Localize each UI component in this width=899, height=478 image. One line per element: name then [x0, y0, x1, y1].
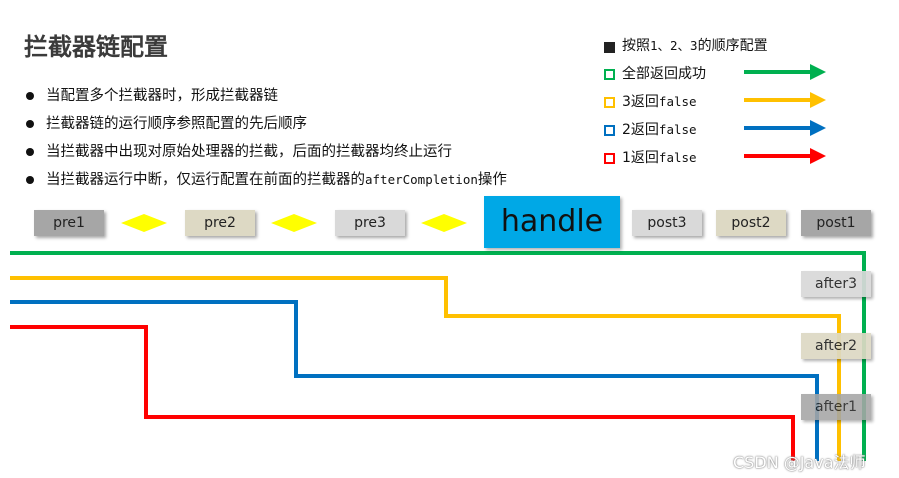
diamond-arrow-icon	[421, 214, 467, 232]
flow-line-red	[10, 325, 795, 461]
after3-box: after3	[801, 271, 871, 297]
bullet-item: 当拦截器中出现对原始处理器的拦截，后面的拦截器均终止运行	[26, 140, 507, 168]
after2-box: after2	[801, 333, 871, 359]
diamond-arrow-icon	[121, 214, 167, 232]
legend-item-1-false: 1返回false	[604, 146, 768, 174]
bullet-item: 拦截器链的运行顺序参照配置的先后顺序	[26, 112, 507, 140]
watermark: CSDN @Java法师	[733, 453, 866, 472]
flow-line-green	[10, 251, 866, 461]
legend: 按照1、2、3的顺序配置 全部返回成功 3返回false 2返回false 1返…	[604, 34, 768, 174]
legend-item-3-false: 3返回false	[604, 90, 768, 118]
bullet-item: 当拦截器运行中断，仅运行配置在前面的拦截器的afterCompletion操作	[26, 168, 507, 196]
square-outline-icon	[604, 97, 615, 108]
legend-head: 按照1、2、3的顺序配置	[604, 34, 768, 62]
legend-item-all-success: 全部返回成功	[604, 62, 768, 90]
post2-box: post2	[716, 210, 786, 236]
bullet-list: 当配置多个拦截器时，形成拦截器链 拦截器链的运行顺序参照配置的先后顺序 当拦截器…	[26, 84, 507, 196]
square-outline-icon	[604, 153, 615, 164]
code-text: afterCompletion	[365, 172, 478, 187]
square-outline-icon	[604, 69, 615, 80]
square-outline-icon	[604, 125, 615, 136]
page-title: 拦截器链配置	[24, 33, 168, 61]
pre2-box: pre2	[185, 210, 255, 236]
diamond-arrow-icon	[271, 214, 317, 232]
pre3-box: pre3	[335, 210, 405, 236]
legend-item-2-false: 2返回false	[604, 118, 768, 146]
pre1-box: pre1	[34, 210, 104, 236]
after1-box: after1	[801, 394, 871, 420]
post3-box: post3	[632, 210, 702, 236]
square-icon	[604, 42, 615, 53]
handle-box: handle	[484, 196, 620, 248]
bullet-item: 当配置多个拦截器时，形成拦截器链	[26, 84, 507, 112]
post1-box: post1	[801, 210, 871, 236]
flow-line-yellow	[10, 276, 841, 461]
